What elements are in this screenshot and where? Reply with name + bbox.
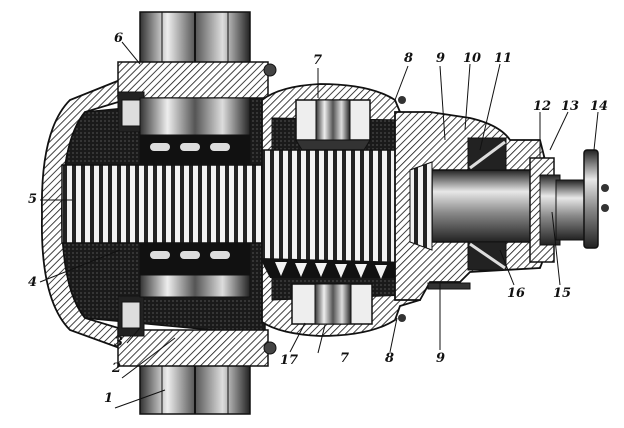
crown-bevel-gear: [260, 149, 413, 279]
label-9-bottom: 9: [436, 351, 445, 366]
label-12: 12: [533, 99, 551, 114]
pinion-bearings: [467, 137, 507, 271]
label-4: 4: [28, 275, 37, 290]
label-15: 15: [553, 286, 571, 301]
label-8-bottom: 8: [385, 351, 394, 366]
label-6: 6: [114, 31, 123, 46]
label-17: 17: [280, 353, 298, 368]
pinion-housing: [394, 111, 546, 301]
leader-lines: [39, 41, 599, 409]
label-9-top: 9: [436, 51, 445, 66]
label-5: 5: [28, 192, 37, 207]
label-2: 2: [111, 361, 121, 376]
label-11: 11: [494, 51, 512, 66]
lower-bearing-housing: [117, 295, 277, 367]
label-3: 3: [114, 335, 123, 350]
housing-bolts: [398, 96, 471, 322]
label-13: 13: [561, 99, 579, 114]
label-10: 10: [463, 51, 481, 66]
label-8-top: 8: [404, 51, 413, 66]
label-7-top: 7: [313, 53, 322, 68]
differential-satellite-gears: [139, 97, 251, 298]
label-1: 1: [104, 391, 113, 406]
label-7-bottom: 7: [340, 351, 349, 366]
label-16: 16: [507, 286, 525, 301]
lower-side-bearing: [291, 283, 373, 325]
label-14: 14: [590, 99, 608, 114]
drive-flange: [529, 149, 609, 263]
